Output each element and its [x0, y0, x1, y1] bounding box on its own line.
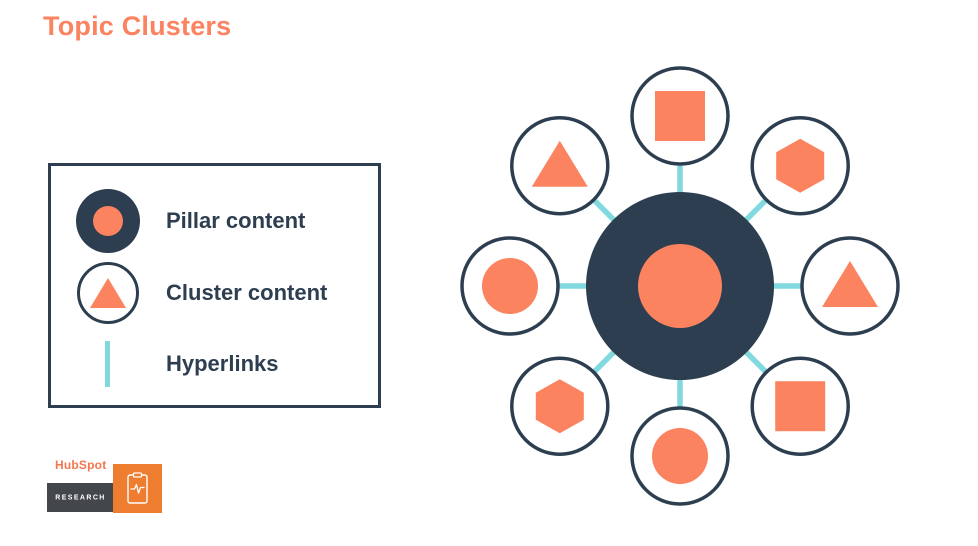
cluster-shape-circle — [482, 258, 538, 314]
hubspot-wordmark: HubSpot — [55, 458, 107, 472]
research-label: RESEARCH — [55, 494, 106, 501]
legend-label-pillar: Pillar content — [166, 208, 306, 233]
cluster-triangle — [90, 278, 126, 308]
hyperlink-icon — [105, 341, 110, 387]
cluster-shape-hexagon — [776, 138, 825, 193]
topic-cluster-diagram — [460, 66, 900, 506]
cluster-shape-square — [775, 381, 826, 432]
cluster-shape-hexagon — [535, 379, 584, 434]
pillar-inner-dot — [93, 206, 123, 236]
legend-label-hyperlinks: Hyperlinks — [166, 351, 279, 376]
cluster-shape-square — [655, 91, 705, 141]
clipboard-pulse-icon — [127, 472, 148, 504]
logo-tile — [113, 464, 162, 513]
pillar-icon — [76, 189, 140, 253]
research-bar: RESEARCH — [47, 483, 114, 512]
cluster-shape-circle — [652, 428, 708, 484]
cluster-shape-triangle — [531, 140, 588, 187]
legend: Pillar content Cluster content Hyperlink… — [48, 163, 381, 408]
cluster-shape-triangle — [822, 261, 878, 307]
pillar-node-inner — [638, 244, 722, 328]
legend-label-cluster: Cluster content — [166, 280, 328, 305]
page-title: Topic Clusters — [43, 11, 232, 41]
hubspot-research-logo: HubSpot RESEARCH — [47, 458, 167, 516]
cluster-icon — [77, 262, 139, 324]
